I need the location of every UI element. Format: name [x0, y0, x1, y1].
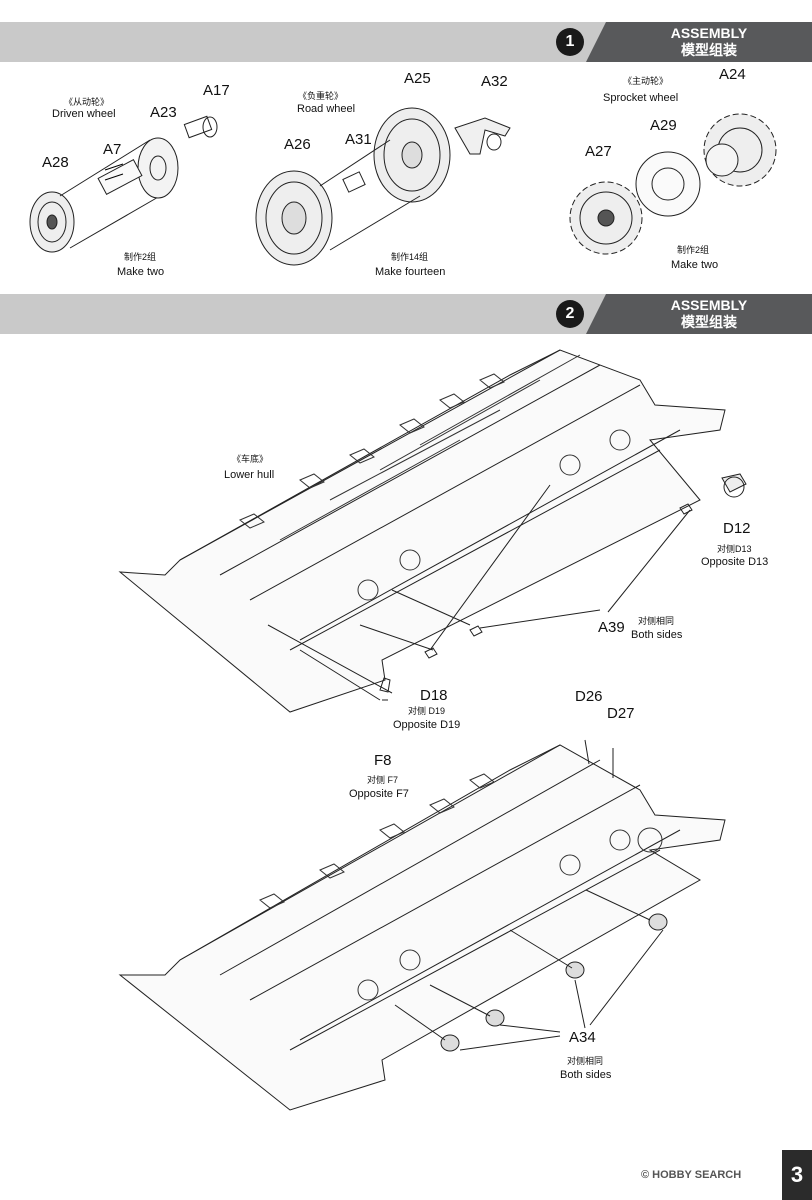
part-a34-cn: 对侧相同 [567, 1056, 604, 1066]
page-number: 3 [782, 1150, 812, 1200]
driven-wheel-drawing [29, 115, 218, 253]
header-slant [586, 294, 606, 334]
part-a24-label: A24 [719, 66, 746, 83]
step1-number-badge: 1 [556, 28, 584, 56]
step2-title-cn: 模型组装 [681, 314, 737, 330]
part-d18-opposite: Opposite D19 [393, 719, 461, 731]
sprocket-wheel-label: Sprocket wheel [603, 92, 679, 104]
driven-wheel-qty: Make two [117, 266, 165, 278]
part-a39-cn: 对侧相同 [638, 616, 675, 626]
sprocket-wheel-cn-label: 《主动轮》 [623, 76, 669, 86]
part-a34-label: A34 [569, 1029, 596, 1046]
road-wheel-cn-label: 《负重轮》 [298, 91, 344, 101]
step1-title-en: ASSEMBLY [670, 25, 748, 41]
lower-hull-label: Lower hull [224, 469, 275, 481]
part-a26-label: A26 [284, 136, 311, 153]
part-f8-opposite-cn: 对侧 F7 [367, 775, 399, 785]
road-wheel-qty-cn: 制作14组 [391, 252, 429, 262]
driven-wheel-label: Driven wheel [52, 108, 116, 120]
part-a32-label: A32 [481, 73, 508, 90]
step1-title: ASSEMBLY 模型组装 [606, 22, 812, 62]
road-wheel-qty: Make fourteen [375, 266, 446, 278]
part-a39-label: A39 [598, 619, 625, 636]
header-slant [586, 22, 606, 62]
road-wheel-label: Road wheel [297, 103, 356, 115]
part-d12-opposite: Opposite D13 [701, 556, 769, 568]
part-a29-label: A29 [650, 117, 677, 134]
lower-hull-drawing-2 [118, 739, 726, 1111]
part-a34-both-sides: Both sides [560, 1069, 612, 1081]
part-a7-label: A7 [103, 141, 122, 158]
part-d12-label: D12 [723, 520, 751, 537]
step2-title-en: ASSEMBLY [670, 297, 748, 313]
part-d26-label: D26 [575, 688, 603, 705]
part-d18-opposite-cn: 对侧 D19 [408, 706, 446, 716]
part-a28-label: A28 [42, 154, 69, 171]
road-wheel-drawing [255, 107, 511, 266]
sprocket-wheel-qty: Make two [671, 259, 719, 271]
driven-wheel-qty-cn: 制作2组 [124, 252, 157, 262]
part-a27-label: A27 [585, 143, 612, 160]
part-f8-label: F8 [374, 752, 392, 769]
hobby-search-watermark: © HOBBY SEARCH [641, 1169, 742, 1181]
driven-wheel-cn-label: 《从动轮》 [64, 97, 110, 107]
part-a31-label: A31 [345, 131, 372, 148]
part-d18-label: D18 [420, 687, 448, 704]
step1-title-cn: 模型组装 [681, 42, 737, 58]
lower-hull-drawing-1 [118, 349, 747, 713]
part-d12-opposite-cn: 对侧D13 [717, 544, 752, 554]
part-f8-opposite: Opposite F7 [349, 788, 409, 800]
step2-header-band: 2 ASSEMBLY 模型组装 [0, 294, 812, 334]
step1-header-band: 1 ASSEMBLY 模型组装 [0, 22, 812, 62]
part-a25-label: A25 [404, 70, 431, 87]
part-a39-both-sides: Both sides [631, 629, 683, 641]
lower-hull-cn-label: 《车底》 [232, 454, 269, 464]
part-d27-label: D27 [607, 705, 635, 722]
part-a23-label: A23 [150, 104, 177, 121]
sprocket-wheel-qty-cn: 制作2组 [677, 245, 710, 255]
step2-title: ASSEMBLY 模型组装 [606, 294, 812, 334]
sprocket-wheel-drawing [569, 113, 777, 255]
part-a17-label: A17 [203, 82, 230, 99]
step2-number-badge: 2 [556, 300, 584, 328]
